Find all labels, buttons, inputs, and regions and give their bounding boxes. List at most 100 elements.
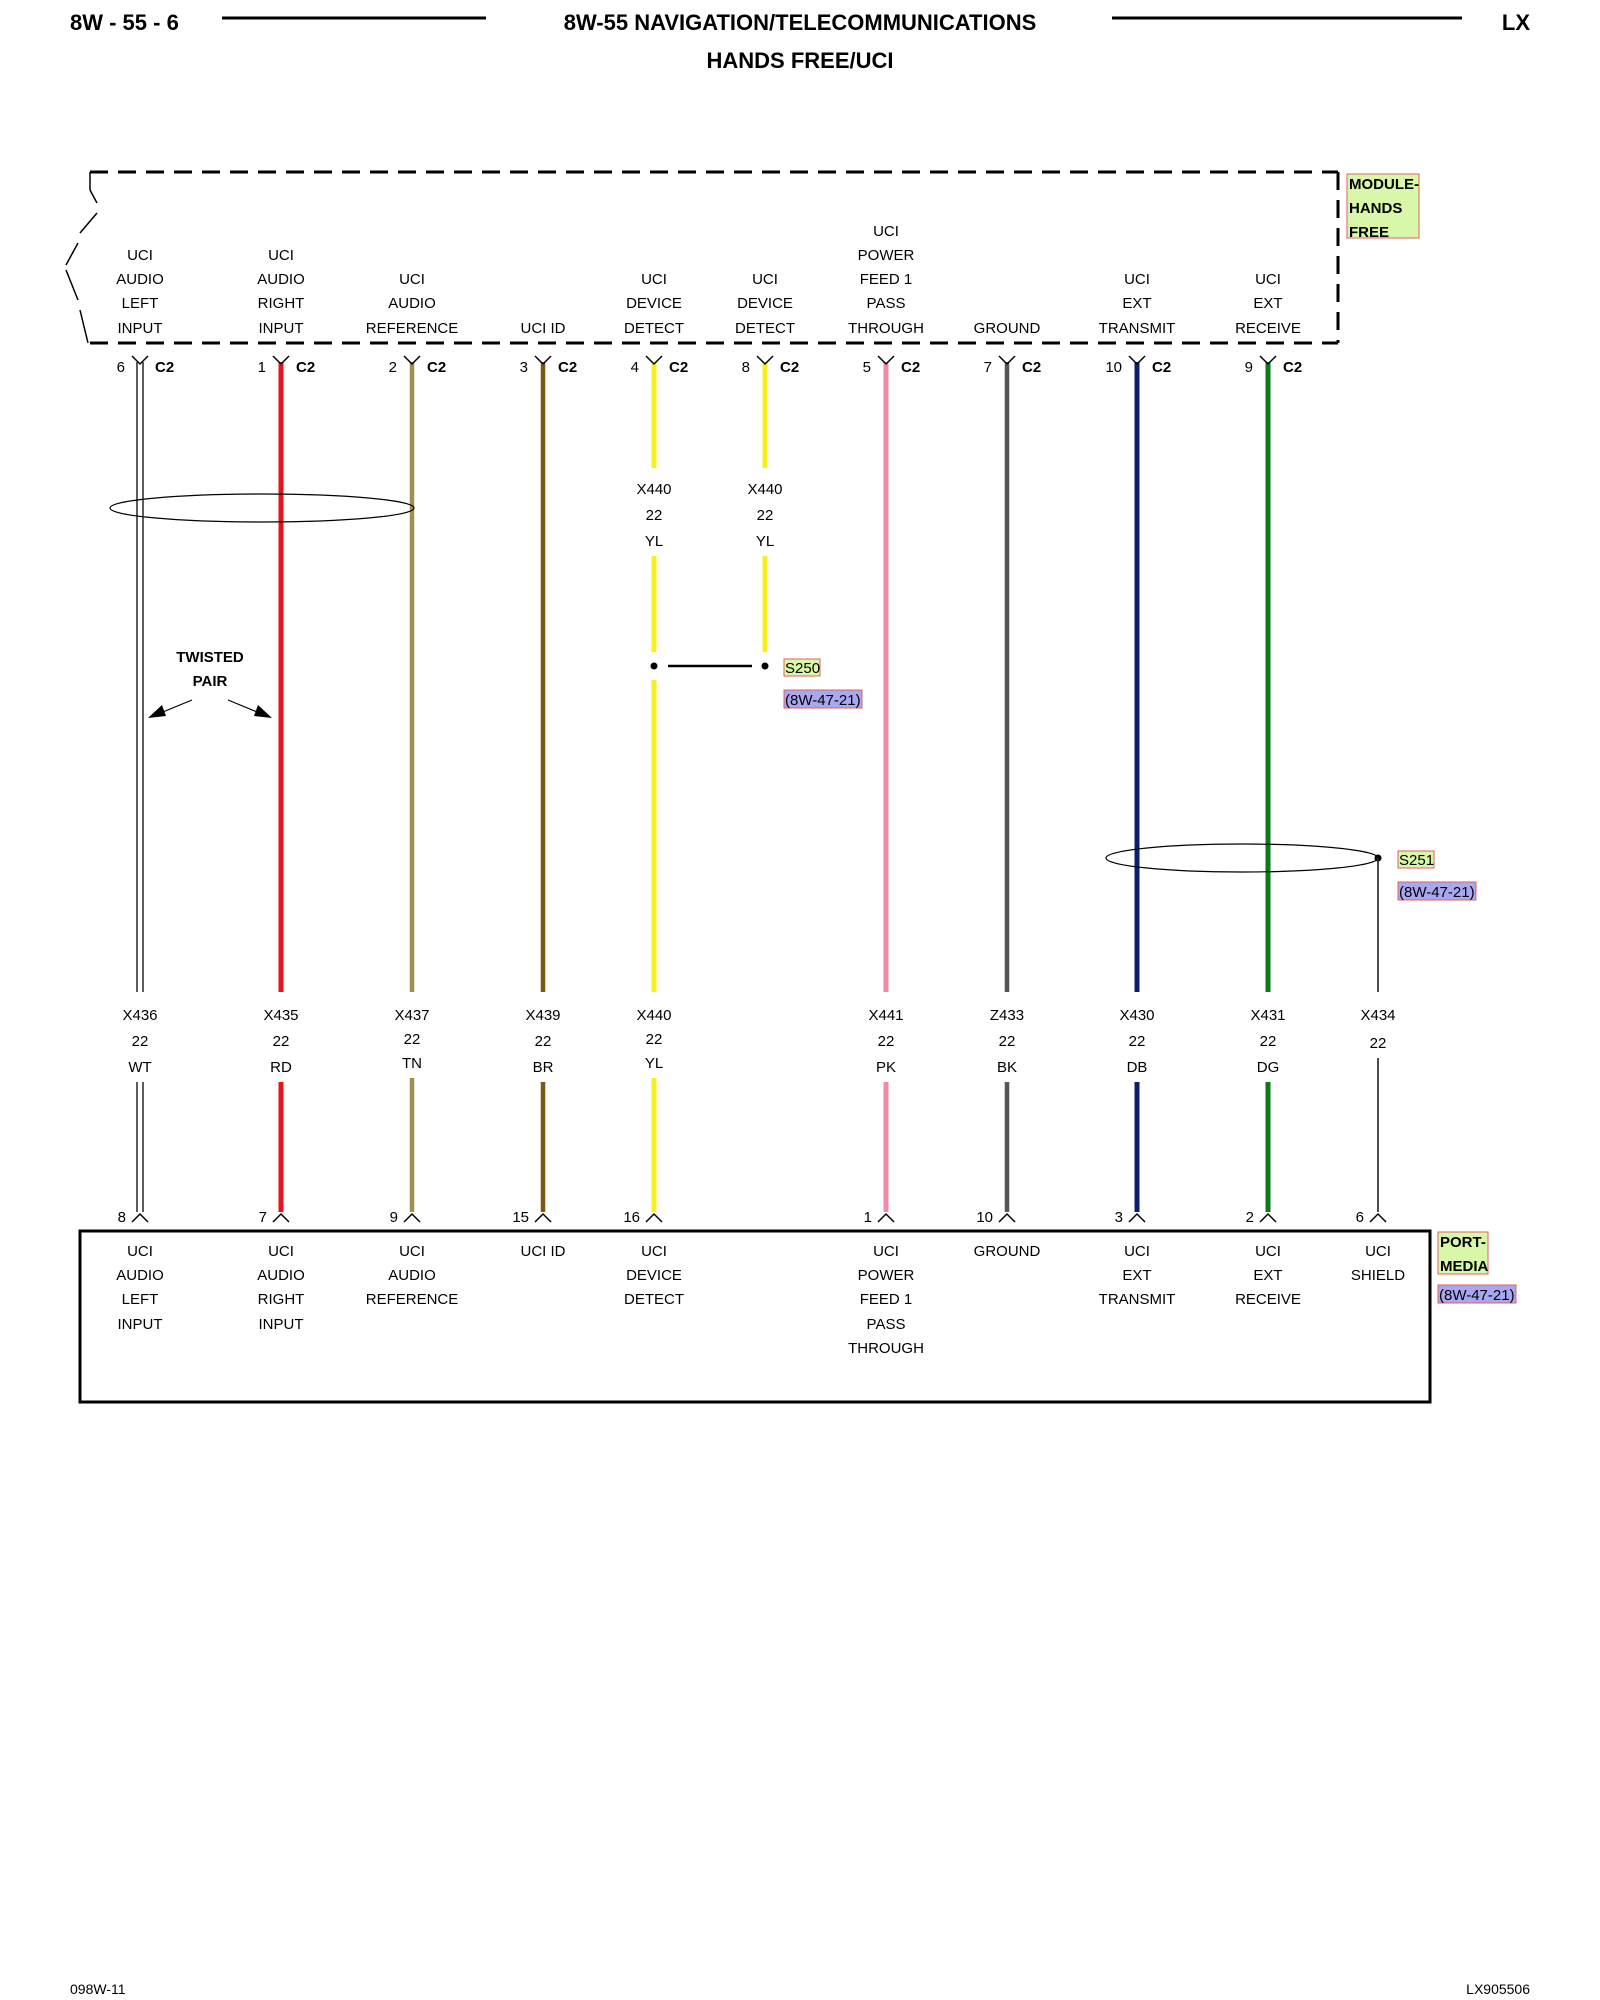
circuit-label: POWER [858, 1267, 915, 1284]
terminal-icon [131, 355, 149, 366]
pin-number: 6 [117, 359, 125, 376]
wire-gauge: 22 [132, 1033, 149, 1050]
circuit-label: DETECT [735, 320, 795, 337]
bottom-pin-labels: 8 7 9 15 16 1 10 3 2 6 [118, 1209, 1364, 1226]
circuit-label: RECEIVE [1235, 320, 1301, 337]
arrow-icon [254, 705, 272, 718]
splice-ref-box [783, 689, 863, 709]
pin-number: 16 [623, 1209, 640, 1226]
wire-color: TN [402, 1055, 422, 1072]
wire-color: YL [756, 533, 774, 550]
wire-code: X441 [868, 1007, 903, 1024]
circuit-label: UCI [1365, 1243, 1391, 1260]
circuit-label: FEED 1 [860, 1291, 913, 1308]
circuit-label: AUDIO [388, 1267, 436, 1284]
terminal-icon [534, 1212, 552, 1223]
wire-gauge: 22 [1370, 1035, 1387, 1052]
circuit-label: PASS [867, 295, 906, 312]
wire-code: X440 [636, 1007, 671, 1024]
splice-s250: S250 (8W-47-21) [650, 658, 863, 709]
circuit-label: POWER [858, 247, 915, 264]
circuit-label: LEFT [122, 1291, 159, 1308]
circuit-label: THROUGH [848, 320, 924, 337]
circuit-label: RECEIVE [1235, 1291, 1301, 1308]
page-title: 8W-55 NAVIGATION/TELECOMMUNICATIONS [564, 10, 1037, 35]
splice-name: S250 [785, 660, 820, 677]
circuit-label: RIGHT [258, 1291, 305, 1308]
terminal-icon [131, 1212, 149, 1223]
splice-ref: (8W-47-21) [785, 692, 861, 709]
circuit-label: EXT [1253, 295, 1282, 312]
circuit-label: DETECT [624, 320, 684, 337]
model-code: LX [1502, 10, 1530, 35]
footer-right-code: LX905506 [1466, 1981, 1530, 1997]
connector-name: C2 [427, 359, 446, 376]
splice-name: S251 [1399, 852, 1434, 869]
circuit-label: UCI [752, 271, 778, 288]
circuit-label: UCI [1124, 271, 1150, 288]
circuit-label: AUDIO [257, 271, 305, 288]
circuit-label: AUDIO [388, 295, 436, 312]
circuit-label: SHIELD [1351, 1267, 1405, 1284]
wire-wt-lower [136, 1082, 144, 1212]
circuit-label: UCI [399, 1243, 425, 1260]
pin-number: 3 [520, 359, 528, 376]
circuit-label: GROUND [974, 1243, 1041, 1260]
pin-number: 15 [512, 1209, 529, 1226]
module-label-box [1346, 173, 1420, 239]
module-name-line: MODULE- [1349, 176, 1419, 193]
pin-number: 9 [390, 1209, 398, 1226]
wire-code: X437 [394, 1007, 429, 1024]
terminal-icon [272, 1212, 290, 1223]
lower-wire-labels: X436 22 WT X435 22 RD X437 22 TN X439 22… [122, 1007, 1395, 1076]
circuit-label: UCI [268, 1243, 294, 1260]
terminal-icon [1128, 355, 1146, 366]
wire-code: X435 [263, 1007, 298, 1024]
terminal-icon [645, 355, 663, 366]
module-hands-free-label: MODULE- HANDS FREE [1346, 173, 1420, 241]
terminal-icon [998, 1212, 1016, 1223]
pin-number: 2 [1246, 1209, 1254, 1226]
top-pin-labels: 6 C2 1 C2 2 C2 3 C2 4 C2 8 C2 5 C2 7 C2 … [117, 359, 1303, 376]
pin-number: 10 [1105, 359, 1122, 376]
wire-gauge: 22 [1260, 1033, 1277, 1050]
circuit-label: AUDIO [116, 271, 164, 288]
circuit-label: REFERENCE [366, 320, 459, 337]
wire-gauge: 22 [273, 1033, 290, 1050]
top-terminals [131, 355, 1277, 366]
connector-name: C2 [558, 359, 577, 376]
module-label-box [1437, 1231, 1489, 1275]
wire-code: X440 [636, 481, 671, 498]
module-hands-free-box [65, 170, 1340, 345]
circuit-label: UCI [268, 247, 294, 264]
wire-code: X431 [1250, 1007, 1285, 1024]
page-header: 8W - 55 - 6 8W-55 NAVIGATION/TELECOMMUNI… [70, 10, 1530, 73]
terminal-icon [756, 355, 774, 366]
splice-dot [650, 662, 658, 670]
twisted-pair-label: PAIR [193, 673, 228, 690]
wire-code: X436 [122, 1007, 157, 1024]
wire-color: BK [997, 1059, 1017, 1076]
page-number: 8W - 55 - 6 [70, 10, 179, 35]
pin-number: 5 [863, 359, 871, 376]
terminal-icon [1259, 1212, 1277, 1223]
connector-name: C2 [1022, 359, 1041, 376]
module-port-media-box [78, 1229, 1432, 1404]
wires [136, 362, 1379, 1212]
terminal-icon [998, 355, 1016, 366]
circuit-label: THROUGH [848, 1340, 924, 1357]
pin-number: 4 [631, 359, 639, 376]
terminal-icon [1259, 355, 1277, 366]
bottom-circuit-labels: UCI AUDIO LEFT INPUT UCI AUDIO RIGHT INP… [116, 1243, 1405, 1357]
connector-name: C2 [1283, 359, 1302, 376]
circuit-label: GROUND [974, 320, 1041, 337]
page-footer: 098W-11 LX905506 [70, 1981, 1530, 1997]
pin-number: 3 [1115, 1209, 1123, 1226]
circuit-label: UCI [873, 223, 899, 240]
wire-wt [136, 362, 144, 992]
connector-name: C2 [901, 359, 920, 376]
pin-number: 1 [258, 359, 266, 376]
circuit-label: EXT [1122, 295, 1151, 312]
circuit-label: EXT [1122, 1267, 1151, 1284]
circuit-label: UCI ID [521, 1243, 566, 1260]
